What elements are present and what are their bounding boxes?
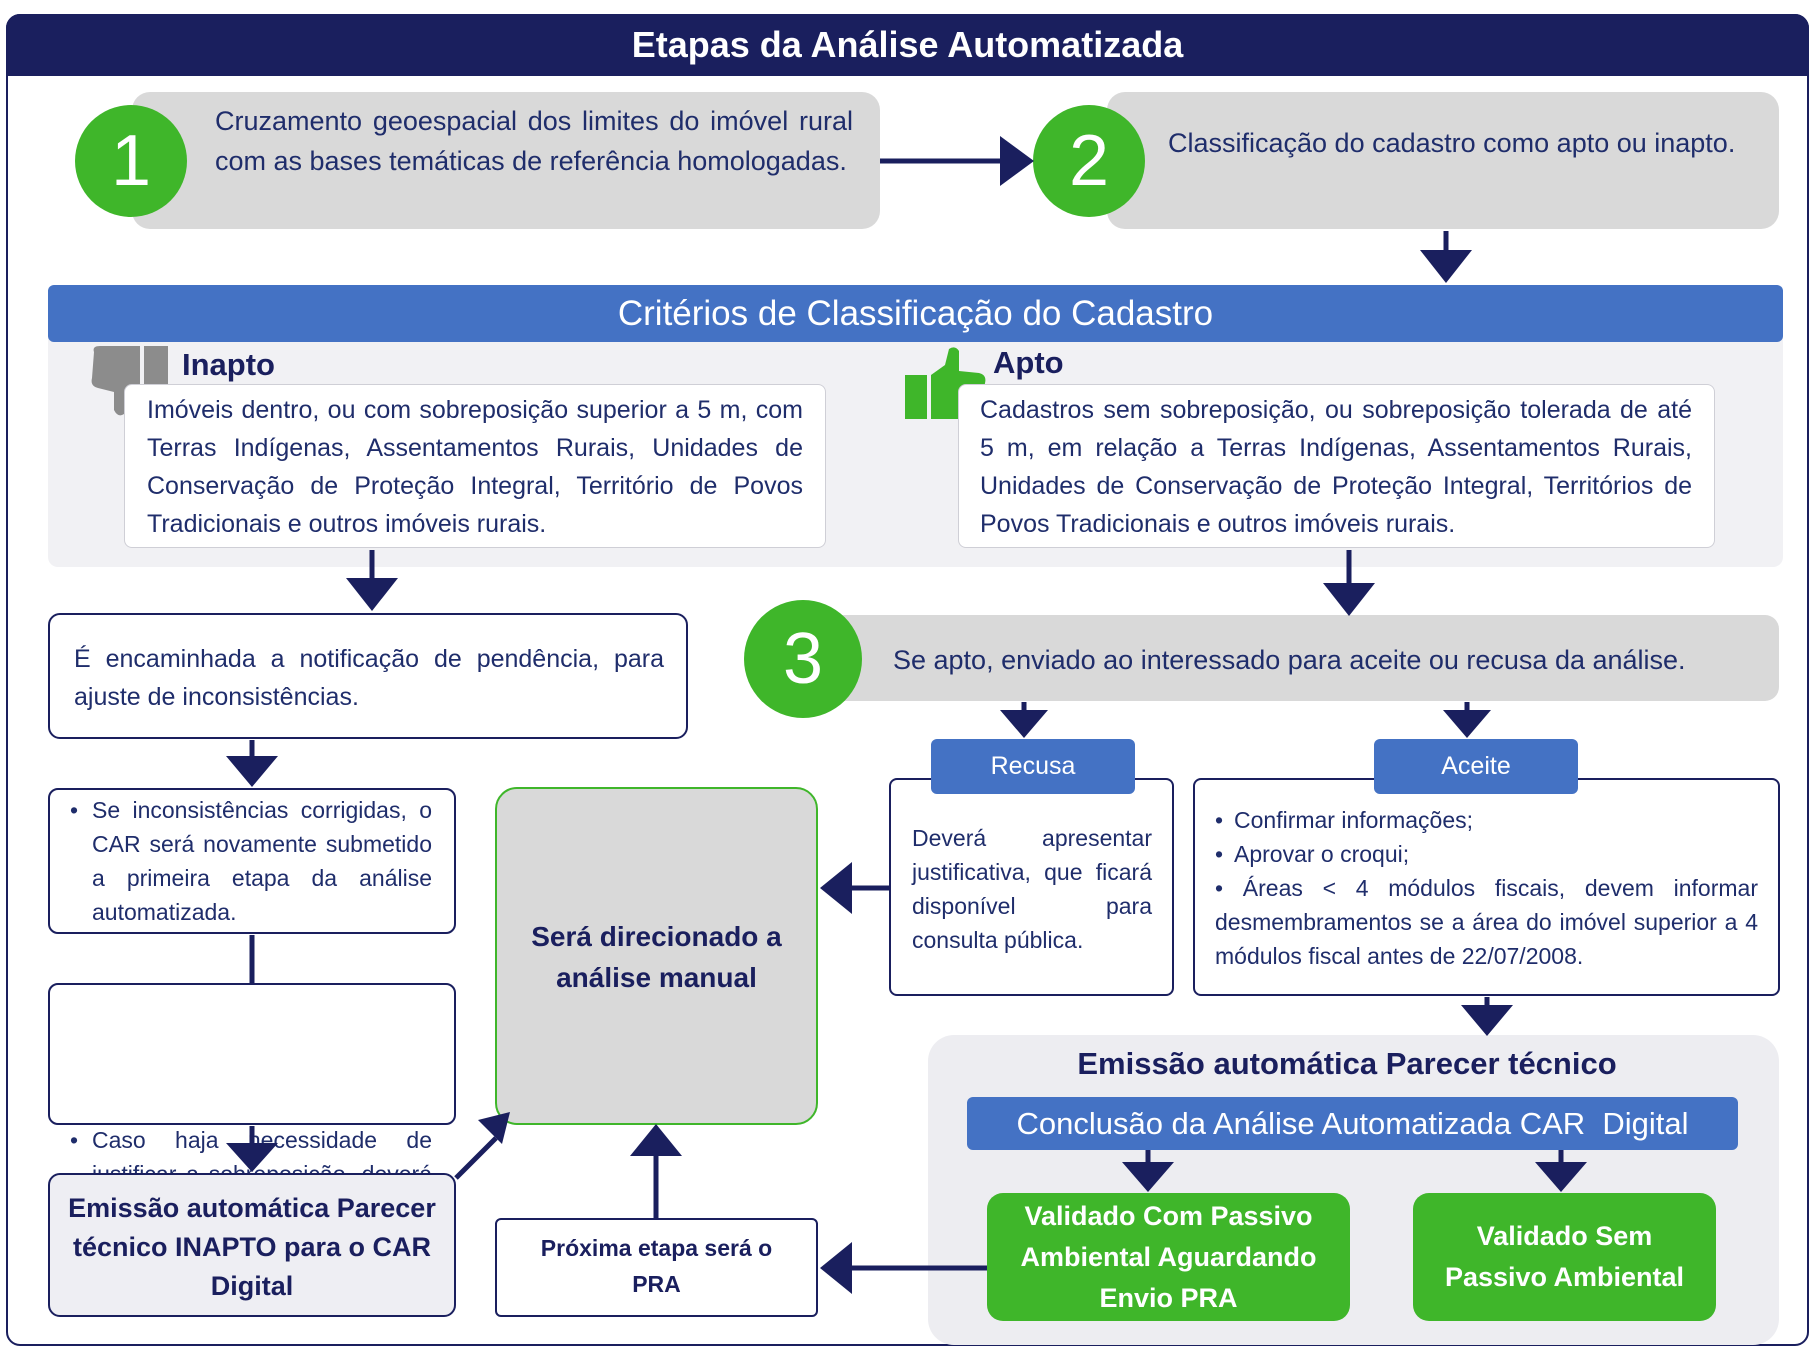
arrow-step3-to-aceite-head [1443,710,1491,738]
recusa-text: Deverá apresentar justificativa, que fic… [912,825,1152,953]
conclusion-bar: Conclusão da Análise Automatizada CAR Di… [967,1097,1738,1150]
step-2-box [1107,92,1779,229]
page-title: Etapas da Análise Automatizada [6,14,1809,76]
inapto-parecer-text: Emissão automática Parecer técnico INAPT… [68,1193,436,1301]
step-2-text: Classificação do cadastro como apto ou i… [1168,128,1736,158]
validated-without-liability: Validado Sem Passivo Ambiental [1413,1193,1716,1321]
aceite-list: Confirmar informações; Aprovar o croqui;… [1215,803,1758,973]
inapto-box [124,384,826,548]
arrow-parecer-to-manual [454,1136,498,1180]
arrow-step1-to-step2-head [1000,136,1034,186]
justify-box [48,983,456,1125]
apto-box [958,384,1715,548]
emissao-title: Emissão automática Parecer técnico [1077,1046,1617,1081]
arrow-step3-to-recusa-head [1000,710,1048,738]
arrow-inapto-to-notification-head [346,578,398,611]
arrow-conclusion-to-without-head [1535,1162,1587,1192]
manual-analysis-box [495,787,818,1125]
step-3-badge: 3 [744,600,862,718]
notification-text: É encaminhada a notificação de pendência… [74,645,664,711]
inapto-label: Inapto [182,347,275,382]
pra-next-text: Próxima etapa será o PRA [540,1235,773,1297]
arrow-conclusion-to-with-head [1122,1162,1174,1192]
step-1-box [132,92,880,229]
thumbs-down-icon [88,342,174,418]
inapto-text: Imóveis dentro, ou com sobreposição supe… [147,396,803,538]
criteria-header: Critérios de Classificação do Cadastro [48,285,1783,342]
arrow-justify-to-parecer-head [226,1143,278,1172]
notification-box [48,613,688,739]
pra-next-box [495,1218,818,1317]
step-1-text: Cruzamento geoespacial dos limites do im… [215,106,853,176]
arrow-notification-to-corrected-head [226,756,278,787]
arrow-pra-to-manual-head [630,1124,682,1156]
recusa-box [889,778,1174,996]
arrow-aceite-to-emissao-head [1461,1005,1513,1036]
step-2-badge: 2 [1033,105,1145,217]
apto-text: Cadastros sem sobreposição, ou sobreposi… [980,396,1692,538]
arrow-validated-to-pra-head [820,1242,852,1294]
aceite-item: Aprovar o croqui; [1215,837,1758,871]
inapto-parecer-box [48,1173,456,1317]
arrow-recusa-to-manual-head [820,862,852,914]
arrow-parecer-to-manual-head [478,1112,510,1144]
aceite-item: • Áreas < 4 módulos fiscais, devem infor… [1215,875,1758,969]
recusa-label: Recusa [931,739,1135,794]
corrected-text: Se inconsistências corrigidas, o CAR ser… [70,793,432,929]
step-3-box [807,615,1779,701]
aceite-item: Confirmar informações; [1215,803,1758,837]
validated-with-liability: Validado Com Passivo Ambiental Aguardand… [987,1193,1350,1321]
manual-analysis-text: Será direcionado a análise manual [531,921,782,993]
arrow-apto-to-step3-head [1323,583,1375,616]
step-1-badge: 1 [75,105,187,217]
aceite-label: Aceite [1374,739,1578,794]
apto-label: Apto [993,345,1064,380]
arrow-step2-to-criteria-head [1420,250,1472,283]
step-3-text: Se apto, enviado ao interessado para ace… [893,645,1686,675]
